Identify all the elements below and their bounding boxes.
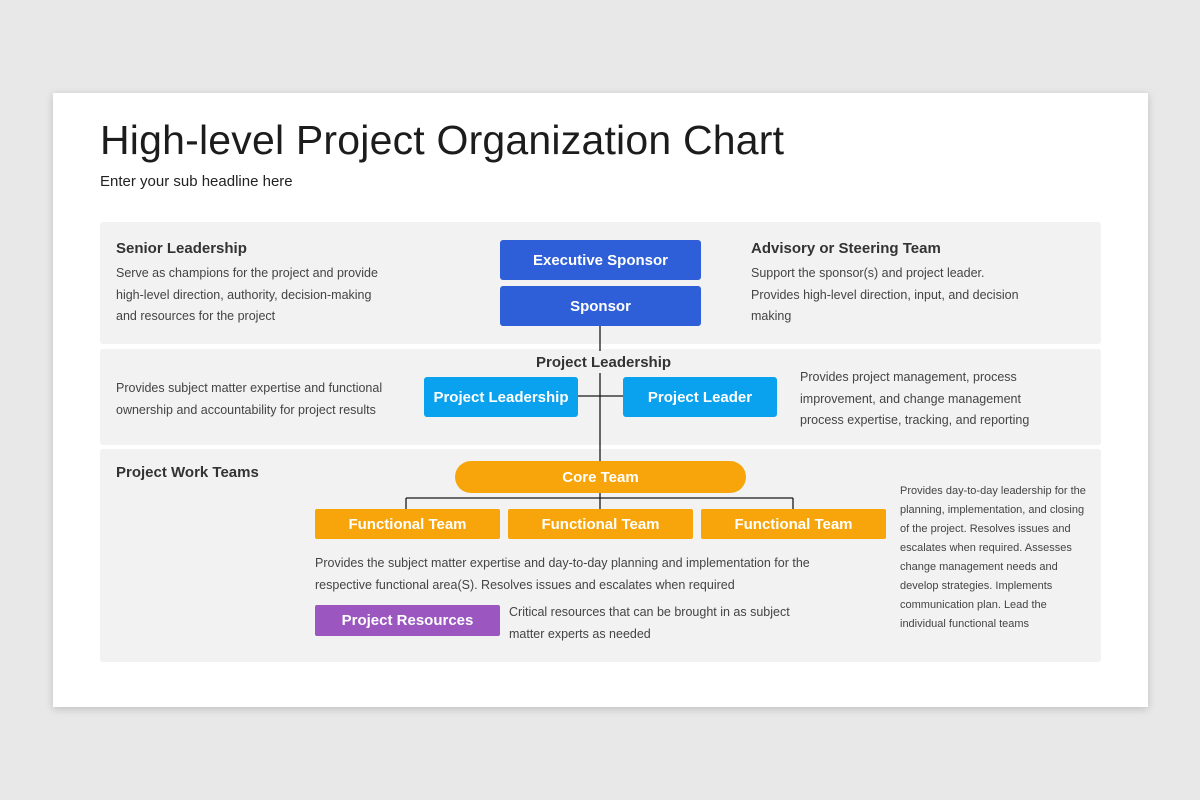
page-subtitle: Enter your sub headline here: [100, 173, 293, 190]
core-team-box[interactable]: Core Team: [455, 461, 746, 493]
desc-line: and resources for the project: [116, 309, 276, 323]
sponsor-box[interactable]: Sponsor: [500, 286, 701, 326]
desc-line: Serve as champions for the project and p…: [116, 266, 378, 280]
project-leadership-box[interactable]: Project Leadership: [424, 377, 578, 417]
desc-line: Critical resources that can be brought i…: [509, 605, 790, 619]
desc-line: Provides day-to-day leadership for the: [900, 485, 1086, 497]
desc-line: process expertise, tracking, and reporti…: [800, 413, 1030, 427]
desc-line: Provides project management, process: [800, 370, 1017, 384]
leadership-right-description: Provides project management, process imp…: [800, 367, 1029, 432]
project-leader-box[interactable]: Project Leader: [623, 377, 777, 417]
connector-lines: [405, 326, 794, 509]
executive-sponsor-box[interactable]: Executive Sponsor: [500, 240, 701, 280]
desc-line: matter experts as needed: [509, 626, 651, 641]
advisory-description: Support the sponsor(s) and project leade…: [751, 263, 1019, 328]
desc-line: making: [751, 309, 792, 323]
desc-line: high-level direction, authority, decisio…: [116, 287, 372, 302]
functional-team-description: Provides the subject matter expertise an…: [315, 553, 810, 596]
core-team-description: Provides day-to-day leadership for the p…: [900, 482, 1086, 634]
project-leadership-label: Project Leadership: [536, 354, 672, 371]
senior-leadership-description: Serve as champions for the project and p…: [116, 263, 378, 328]
page-title: High-level Project Organization Chart: [100, 117, 785, 163]
slide: High-level Project Organization Chart En…: [53, 93, 1148, 707]
desc-line: Provides subject matter expertise and fu…: [116, 381, 383, 395]
desc-line: improvement, and change management: [800, 391, 1021, 406]
functional-team-box[interactable]: Functional Team: [701, 509, 886, 539]
desc-line: planning, implementation, and closing: [900, 504, 1085, 516]
senior-leadership-heading: Senior Leadership: [116, 240, 247, 257]
functional-team-box[interactable]: Functional Team: [315, 509, 500, 539]
desc-line: individual functional teams: [900, 618, 1030, 630]
desc-line: Provides high-level direction, input, an…: [751, 287, 1019, 302]
desc-line: escalates when required. Assesses: [900, 542, 1072, 554]
project-resources-description: Critical resources that can be brought i…: [509, 602, 790, 645]
project-resources-box[interactable]: Project Resources: [315, 605, 500, 636]
desc-line: change management needs and: [900, 561, 1058, 573]
desc-line: Support the sponsor(s) and project leade…: [751, 266, 985, 280]
desc-line: develop strategies. Implements: [900, 580, 1053, 592]
desc-line: respective functional area(S). Resolves …: [315, 577, 735, 592]
leadership-left-description: Provides subject matter expertise and fu…: [116, 378, 382, 421]
desc-line: ownership and accountability for project…: [116, 402, 376, 417]
desc-line: Provides the subject matter expertise an…: [315, 556, 810, 570]
advisory-heading: Advisory or Steering Team: [751, 240, 941, 257]
desc-line: communication plan. Lead the: [900, 599, 1047, 611]
desc-line: of the project. Resolves issues and: [900, 523, 1071, 535]
functional-team-box[interactable]: Functional Team: [508, 509, 693, 539]
work-teams-heading: Project Work Teams: [116, 464, 259, 481]
